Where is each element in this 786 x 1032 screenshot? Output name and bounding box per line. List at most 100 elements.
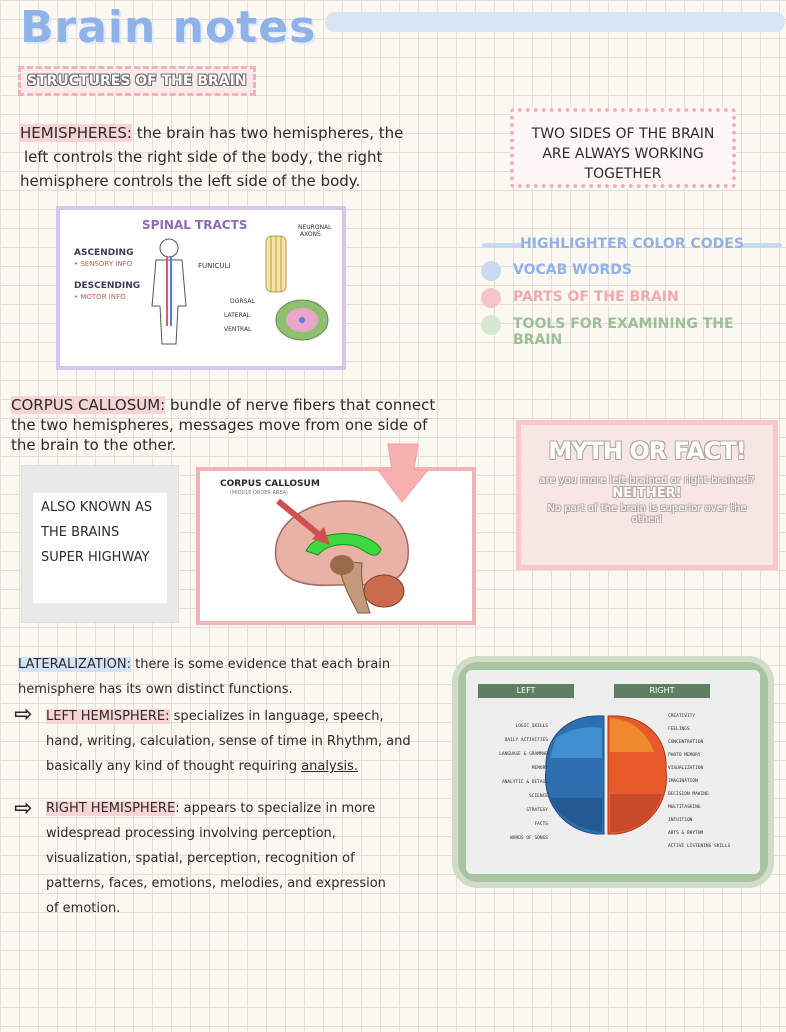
title-decoration-bar <box>325 12 785 32</box>
lateral-label: LATERAL <box>224 312 250 319</box>
left-right-brain-figure: LEFT RIGHT LOGIC SKILLS DAILY ACTIVITIES… <box>466 670 760 874</box>
legend-dot-vocab <box>481 261 501 281</box>
left-item: DAILY ACTIVITIES <box>504 738 548 743</box>
left-item: FACTS <box>534 822 548 827</box>
hemispheres-term: HEMISPHERES: <box>20 124 132 142</box>
descending-sub: • MOTOR INFO <box>74 293 126 301</box>
legend-line-right <box>742 243 782 248</box>
corpus-fig-title: CORPUS CALLOSUM <box>220 479 320 489</box>
right-item: PHOTO MEMORY <box>668 753 701 758</box>
right-hemi-line4: patterns, faces, emotions, melodies, and… <box>46 876 386 891</box>
hemispheres-paragraph: HEMISPHERES: the brain has two hemispher… <box>20 121 460 193</box>
neuronal-label: NEURONAL <box>298 224 332 231</box>
corpus-callosum-figure: CORPUS CALLOSUM (MIDDLE ORDER AREA) <box>196 467 476 625</box>
axons-label: AXONS <box>300 231 321 238</box>
left-item: LOGIC SKILLS <box>515 724 548 729</box>
spinal-cord-section <box>275 299 329 341</box>
myth-explain2: other! <box>631 514 663 525</box>
right-item: FEELINGS <box>668 727 690 732</box>
myth-title: MYTH OR FACT! <box>548 437 746 465</box>
right-item: DECISION MAKING <box>668 792 709 797</box>
corpus-line2: the two hemispheres, messages move from … <box>11 416 428 434</box>
right-hemi-line3: visualization, spatial, perception, reco… <box>46 851 355 866</box>
left-item: MEMORY <box>531 766 548 771</box>
corpus-fig-subtitle: (MIDDLE ORDER AREA) <box>230 490 288 496</box>
right-header: RIGHT <box>614 684 710 698</box>
legend-tools-label: TOOLS FOR EXAMINING THE BRAIN <box>513 316 734 348</box>
left-hemi-line2: hand, writing, calculation, sense of tim… <box>46 734 411 749</box>
left-header: LEFT <box>478 684 574 698</box>
left-item: STRATEGY <box>526 808 548 813</box>
left-function-list: LOGIC SKILLS DAILY ACTIVITIES LANGUAGE &… <box>468 720 548 846</box>
right-hemi-line2: widespread processing involving percepti… <box>46 826 336 841</box>
legend-parts-label: PARTS OF THE BRAIN <box>513 289 679 305</box>
right-item: MULTITASKING <box>668 805 701 810</box>
left-item: WORDS OF SONGS <box>510 836 548 841</box>
right-item: CREATIVITY <box>668 714 696 719</box>
right-item: IMAGINATION <box>668 779 698 784</box>
left-item: LANGUAGE & GRAMMAR <box>499 752 548 757</box>
corpus-term: CORPUS CALLOSUM: <box>11 396 166 414</box>
spinal-title: SPINAL TRACTS <box>142 218 248 232</box>
right-hemi-line5: of emotion. <box>46 901 121 916</box>
myth-answer: NEITHER! <box>612 486 682 501</box>
also-known-line1: ALSO KNOWN AS <box>41 500 153 515</box>
right-item: VISUALIZATION <box>668 766 704 771</box>
two-sides-line2: ARE ALWAYS WORKING <box>542 146 704 162</box>
left-hemi-paragraph: LEFT HEMISPHERE: specializes in language… <box>46 704 436 779</box>
right-function-list: CREATIVITY FEELINGS CONCENTRATION PHOTO … <box>668 710 758 853</box>
also-known-line2: THE BRAINS <box>41 525 120 540</box>
funiculi-illustration <box>265 235 287 293</box>
left-hemi-line1: specializes in language, speech, <box>169 709 384 724</box>
section-tag: STRUCTURES OF THE BRAIN <box>18 66 256 96</box>
right-hemi-arrow-icon: ⇨ <box>14 796 33 821</box>
dorsal-label: DORSAL <box>230 298 255 305</box>
legend-line-left <box>482 243 522 248</box>
myth-or-fact-box: MYTH OR FACT! are you more left-brained … <box>516 420 778 570</box>
left-hemi-arrow-icon: ⇨ <box>14 702 33 727</box>
ventral-label: VENTRAL <box>224 326 252 333</box>
hemispheres-line1: the brain has two hemispheres, the <box>131 124 404 142</box>
ascending-sub: • SENSORY INFO <box>74 260 133 268</box>
right-hemi-paragraph: RIGHT HEMISPHERE: appears to specialize … <box>46 796 436 921</box>
brain-illustration <box>274 500 409 614</box>
pointer-arrow <box>276 498 330 545</box>
right-item: CONCENTRATION <box>668 740 704 745</box>
lateralization-paragraph: LATERALIZATION: there is some evidence t… <box>18 652 438 702</box>
two-sides-line3: TOGETHER <box>584 166 662 182</box>
right-item: ACTIVE LISTENING SKILLS <box>668 844 731 849</box>
right-item: ARTS & RHYTHM <box>668 831 704 836</box>
hemispheres-line3: hemisphere controls the left side of the… <box>20 172 361 190</box>
also-known-card: ALSO KNOWN AS THE BRAINS SUPER HIGHWAY <box>22 466 178 622</box>
left-item: ANALYTIC & DETAIL <box>501 780 548 785</box>
lateralization-line2: hemisphere has its own distinct function… <box>18 682 293 697</box>
funiculi-label: FUNICULI <box>198 262 231 270</box>
page-title: Brain notes <box>20 2 317 53</box>
human-body-illustration <box>151 238 187 345</box>
also-known-line3: SUPER HIGHWAY <box>41 550 150 565</box>
right-hemi-line1: : appears to specialize in more <box>175 801 376 816</box>
ascending-label: ASCENDING <box>74 248 134 258</box>
corpus-line3: the brain to the other. <box>11 436 177 454</box>
legend-dot-tools <box>481 315 501 335</box>
hemispheres-line2: left controls the right side of the body… <box>24 148 383 166</box>
left-right-brain-frame: LEFT RIGHT LOGIC SKILLS DAILY ACTIVITIES… <box>452 656 774 888</box>
legend-title: HIGHLIGHTER COLOR CODES <box>520 236 744 252</box>
spinal-tracts-figure: SPINAL TRACTS ASCENDING • SENSORY INFO D… <box>56 206 346 370</box>
down-arrow-icon <box>377 443 430 503</box>
right-item: INTUITION <box>668 818 693 823</box>
corpus-paragraph: CORPUS CALLOSUM: bundle of nerve fibers … <box>11 395 471 455</box>
lateralization-line1: there is some evidence that each brain <box>130 657 391 672</box>
two-sides-callout: TWO SIDES OF THE BRAIN ARE ALWAYS WORKIN… <box>510 108 736 188</box>
left-hemi-term: LEFT HEMISPHERE: <box>46 709 170 724</box>
myth-explain1: No part of the brain is superior over th… <box>547 503 747 514</box>
myth-question: are you more left-brained or right-brain… <box>539 475 755 486</box>
descending-label: DESCENDING <box>74 281 141 291</box>
left-hemi-line3: basically any kind of thought requiring <box>46 759 302 774</box>
left-item: SCIENCE <box>529 794 548 799</box>
right-hemi-term: RIGHT HEMISPHERE <box>46 801 176 816</box>
lateralization-term: LATERALIZATION: <box>18 657 131 672</box>
two-sides-line1: TWO SIDES OF THE BRAIN <box>531 126 715 142</box>
analysis-word: analysis. <box>301 759 358 774</box>
legend-dot-parts <box>481 288 501 308</box>
